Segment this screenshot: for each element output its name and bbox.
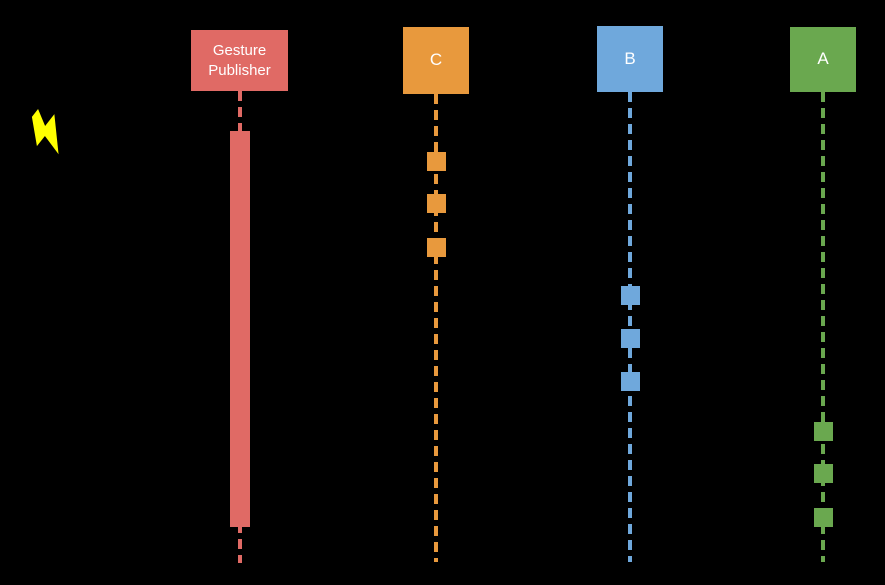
message-marker	[620, 328, 640, 348]
actor-box-gesture-publisher: Gesture Publisher	[191, 30, 288, 91]
message-marker	[813, 463, 833, 483]
actor-box-c: C	[403, 27, 469, 94]
message-marker	[426, 193, 446, 213]
message-marker	[813, 507, 833, 527]
message-marker	[426, 237, 446, 257]
actor-box-a: A	[790, 27, 856, 92]
message-marker	[813, 421, 833, 441]
lifeline-c	[434, 94, 438, 562]
message-marker	[620, 285, 640, 305]
lifeline-a	[821, 92, 825, 562]
lifeline-b	[628, 92, 632, 562]
lightning-bolt-icon	[31, 108, 59, 155]
activation-bar-gesture-publisher	[230, 131, 250, 527]
message-marker	[620, 371, 640, 391]
actor-box-b: B	[597, 26, 663, 92]
message-marker	[426, 151, 446, 171]
